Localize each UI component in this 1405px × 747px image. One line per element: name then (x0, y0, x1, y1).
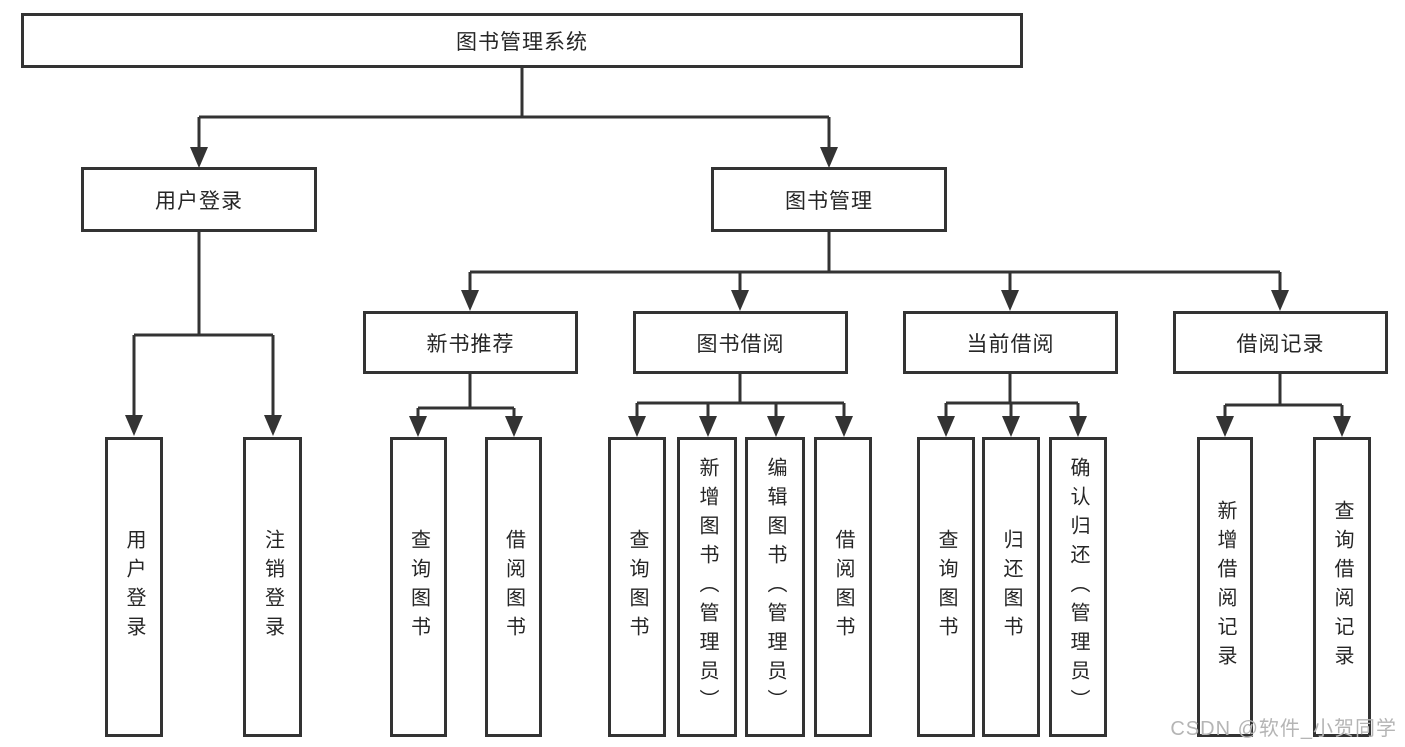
leaf-label: 注销登录 (261, 529, 284, 645)
arrowhead (1333, 416, 1351, 437)
arrowhead (767, 416, 785, 437)
leaf-label: 新增借阅记录 (1214, 500, 1236, 674)
node-leaf-user-login: 用户登录 (105, 437, 163, 737)
node-leaf-query-books-3: 查询图书 (917, 437, 975, 737)
arrowhead (461, 290, 479, 311)
arrowhead (190, 147, 208, 168)
connector-root (197, 68, 831, 148)
leaf-label: 确认归还（管理员） (1067, 456, 1089, 718)
node-current-borrowing-label: 当前借阅 (966, 332, 1055, 356)
arrowhead (1001, 290, 1019, 311)
node-leaf-logout: 注销登录 (243, 437, 302, 737)
leaf-label: 借阅图书 (832, 529, 854, 645)
arrowhead (409, 416, 427, 437)
node-root-label: 图书管理系统 (456, 30, 588, 54)
node-root: 图书管理系统 (21, 13, 1023, 68)
leaf-label: 用户登录 (123, 529, 145, 645)
connector-user-login (132, 232, 275, 416)
node-leaf-borrow-books-1: 借阅图书 (485, 437, 542, 737)
node-book-borrowing-label: 图书借阅 (696, 332, 785, 356)
node-leaf-query-books-2: 查询图书 (608, 437, 666, 737)
node-borrowing-records: 借阅记录 (1173, 311, 1388, 374)
arrowhead (628, 416, 646, 437)
node-new-book-recommend-label: 新书推荐 (426, 332, 515, 356)
connector-new-book-recommend (416, 374, 516, 417)
node-leaf-query-borrow-record: 查询借阅记录 (1313, 437, 1371, 737)
arrowhead (699, 416, 717, 437)
arrowhead (820, 147, 838, 168)
arrowhead (1216, 416, 1234, 437)
node-leaf-edit-books-admin: 编辑图书（管理员） (745, 437, 805, 737)
connector-book-borrowing (635, 374, 846, 417)
node-leaf-add-books-admin: 新增图书（管理员） (677, 437, 737, 737)
node-current-borrowing: 当前借阅 (903, 311, 1118, 374)
node-book-borrowing: 图书借阅 (633, 311, 848, 374)
node-leaf-return-books: 归还图书 (982, 437, 1040, 737)
node-leaf-query-books-1: 查询图书 (390, 437, 447, 737)
leaf-label: 查询借阅记录 (1331, 500, 1353, 674)
arrowhead (125, 415, 143, 436)
node-book-management-label: 图书管理 (785, 189, 873, 213)
node-leaf-borrow-books-2: 借阅图书 (814, 437, 872, 737)
node-user-login: 用户登录 (81, 167, 317, 232)
node-new-book-recommend: 新书推荐 (363, 311, 578, 374)
leaf-label: 新增图书（管理员） (696, 456, 718, 718)
csdn-watermark: CSDN @软件_小贺同学 (1170, 718, 1397, 740)
arrowhead (264, 415, 282, 436)
node-leaf-add-borrow-record: 新增借阅记录 (1197, 437, 1253, 737)
node-user-login-label: 用户登录 (155, 189, 243, 213)
node-book-management: 图书管理 (711, 167, 947, 232)
arrowhead (731, 290, 749, 311)
leaf-label: 归还图书 (1000, 529, 1022, 645)
connector-book-management (468, 232, 1282, 291)
arrowhead (505, 416, 523, 437)
arrowhead (1069, 416, 1087, 437)
arrowhead (937, 416, 955, 437)
arrowhead (1271, 290, 1289, 311)
node-leaf-confirm-return-admin: 确认归还（管理员） (1049, 437, 1107, 737)
leaf-label: 编辑图书（管理员） (764, 456, 786, 718)
leaf-label: 查询图书 (407, 529, 430, 645)
connector-borrowing-records (1223, 374, 1344, 417)
leaf-label: 查询图书 (626, 529, 648, 645)
arrowhead (835, 416, 853, 437)
leaf-label: 查询图书 (935, 529, 957, 645)
connector-current-borrowing (944, 374, 1080, 417)
node-borrowing-records-label: 借阅记录 (1236, 332, 1325, 356)
leaf-label: 借阅图书 (502, 529, 525, 645)
arrowhead (1002, 416, 1020, 437)
